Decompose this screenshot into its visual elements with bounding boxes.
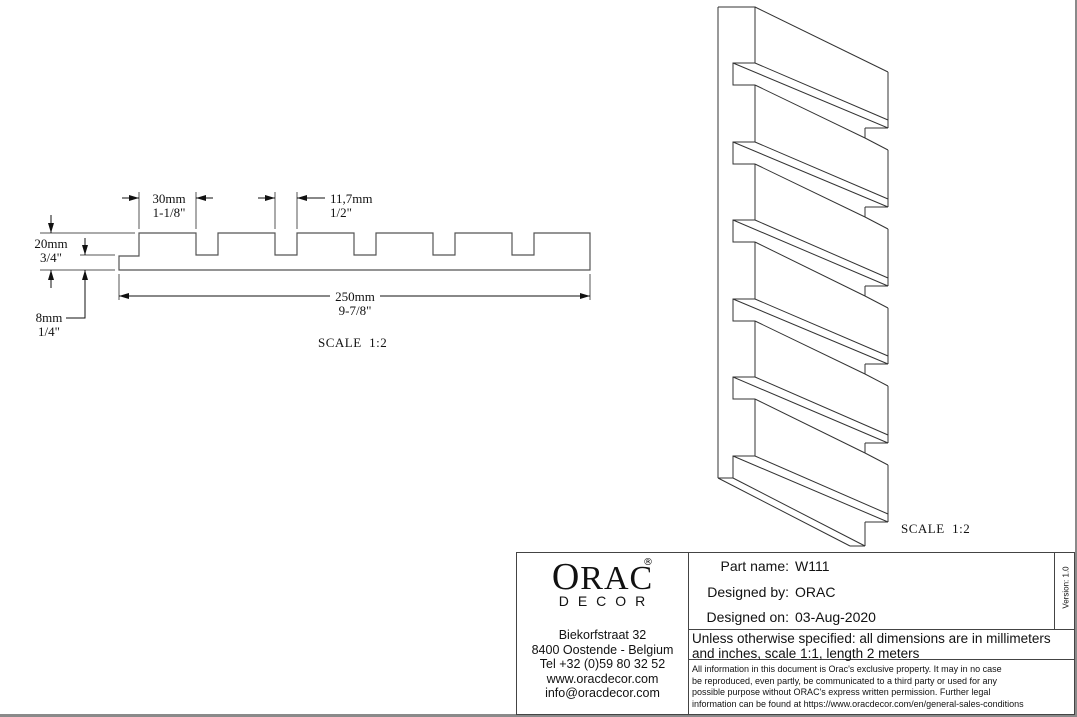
part-name-label: Part name: xyxy=(720,558,789,574)
extension-lines xyxy=(40,192,591,300)
dim-total-height: 20mm 3/4" xyxy=(30,237,72,265)
note-line-1: Unless otherwise specified: all dimensio… xyxy=(692,631,1051,646)
registered-mark: ® xyxy=(643,557,653,568)
title-block: ORAC ® DECOR Biekorfstraat 32 8400 Ooste… xyxy=(516,552,1075,715)
address-email: info@oracdecor.com xyxy=(545,686,660,700)
designed-on-label: Designed on: xyxy=(706,609,789,625)
part-name-value: W111 xyxy=(795,558,830,574)
dim-tooth-width-inch: 1-1/8" xyxy=(152,205,186,220)
legal-line: All information in this document is Orac… xyxy=(692,664,1002,674)
profile-section xyxy=(118,232,591,271)
dim-tooth-width-mm: 30mm xyxy=(152,191,186,206)
part-info: Part name: W111 Designed by: ORAC Designed… xyxy=(688,553,1054,629)
logo-decor: DECOR xyxy=(558,593,655,609)
designed-by-value: ORAC xyxy=(795,584,836,600)
sheet-border-bottom xyxy=(0,714,1077,717)
dim-groove-width-mm: 11,7mm xyxy=(330,191,373,206)
version-label: Version: 1.0 xyxy=(1061,566,1071,609)
address-street: Biekorfstraat 32 xyxy=(558,628,647,642)
dim-groove-width-inch: 1/2" xyxy=(330,205,352,220)
legal-line: information can be found at https://www.… xyxy=(692,698,1024,709)
version-cell: Version: 1.0 xyxy=(1054,553,1076,629)
dim-total-height-inch: 3/4" xyxy=(40,250,62,265)
company-block: ORAC ® DECOR Biekorfstraat 32 8400 Ooste… xyxy=(517,553,689,714)
dim-total-width-inch: 9-7/8" xyxy=(338,303,372,318)
isometric-ribs xyxy=(717,62,889,547)
designed-on-row: Designed on: 03-Aug-2020 xyxy=(688,609,876,625)
isometric-view xyxy=(717,6,889,478)
part-name-row: Part name: W111 xyxy=(688,558,830,574)
company-address: Biekorfstraat 32 8400 Oostende - Belgium… xyxy=(517,628,688,701)
iso-scale-label: SCALE 1:2 xyxy=(901,521,971,536)
legal-line: possible purpose without ORAC's express … xyxy=(692,687,991,697)
dim-total-width: 250mm 9-7/8" xyxy=(330,290,380,318)
orac-logo: ORAC xyxy=(551,556,654,598)
legal-notice: All information in this document is Orac… xyxy=(688,661,1074,713)
legal-line: be reproduced, even partly, be communica… xyxy=(692,675,998,686)
address-web: www.oracdecor.com xyxy=(546,671,659,686)
profile-scale-label: SCALE 1:2 xyxy=(318,335,388,350)
dim-base-thickness-mm: 8mm xyxy=(35,310,63,325)
designed-on-value: 03-Aug-2020 xyxy=(795,609,876,625)
dimension-arrows xyxy=(48,195,590,319)
note-line-2: and inches, scale 1:1, length 2 meters xyxy=(692,646,920,661)
dim-base-thickness: 8mm 1/4" xyxy=(28,311,70,339)
dim-tooth-width: 30mm 1-1/8" xyxy=(147,192,191,220)
dim-total-height-mm: 20mm xyxy=(34,236,68,251)
sheet-border-right xyxy=(1075,0,1077,717)
dim-total-width-mm: 250mm xyxy=(335,289,375,304)
address-tel: Tel +32 (0)59 80 32 52 xyxy=(539,657,666,671)
dimension-note: Unless otherwise specified: all dimensio… xyxy=(688,629,1074,661)
dim-base-thickness-inch: 1/4" xyxy=(38,324,60,339)
designed-by-row: Designed by: ORAC xyxy=(688,584,835,600)
dim-groove-width: 11,7mm 1/2" xyxy=(330,192,373,220)
address-city: 8400 Oostende - Belgium xyxy=(531,642,674,657)
designed-by-label: Designed by: xyxy=(707,584,789,600)
